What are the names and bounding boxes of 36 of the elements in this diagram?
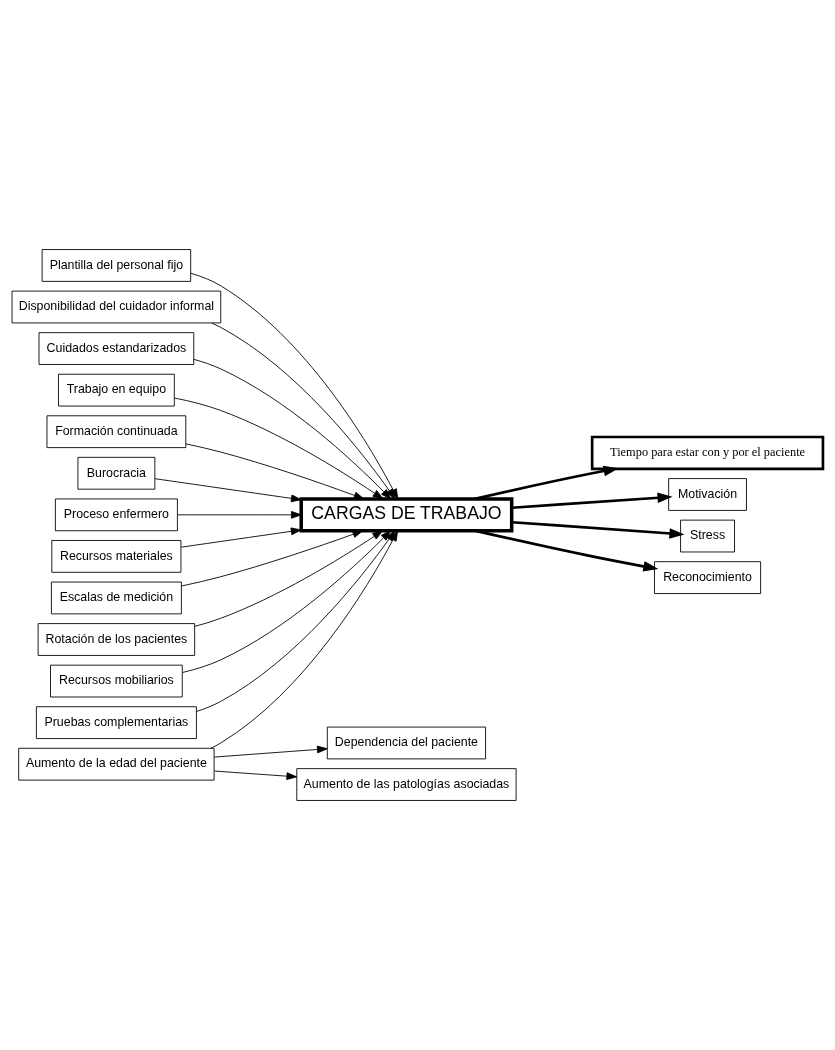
node-box: Aumento de la edad del paciente [18,747,215,781]
node-box: Disponibilidad del cuidador informal [11,290,222,324]
arrow [475,529,659,572]
arrow [154,478,302,503]
node-box: Aumento de las patologías asociadas [296,768,517,801]
arrow [181,530,364,587]
node-box: Formación continuada [46,415,187,449]
node-box: Proceso enfermero [54,498,178,532]
arrow [174,397,384,500]
node-box: Plantilla del personal fijo [41,249,192,282]
node-box: Pruebas complementarias [35,706,197,739]
arrow [511,492,673,510]
node-box: CARGAS DE TRABAJO [299,497,514,533]
node-box: Reconocimiento [654,561,762,594]
arrow [214,770,298,781]
node-box: Stress [680,519,735,553]
node-box: Cuidados estandarizados [38,332,195,365]
arrow [180,527,302,548]
arrow [474,465,619,501]
node-box: Rotación de los pacientes [37,623,196,656]
node-box: Escalas de medición [50,581,182,615]
node-box: Recursos mobiliarios [50,664,183,698]
arrow [182,530,391,673]
arrow [194,530,383,627]
node-box: Tiempo para estar con y por el paciente [590,435,825,471]
node-box: Dependencia del paciente [326,726,487,760]
arrow [511,520,685,539]
arrow [177,511,302,519]
arrow [211,322,396,500]
arrow [185,443,365,500]
node-box: Recursos materiales [51,540,182,573]
node-box: Motivación [668,478,747,511]
arrow [214,745,328,758]
node-box: Burocracia [77,456,156,490]
node-box: Trabajo en equipo [58,373,175,407]
arrow [193,358,392,500]
